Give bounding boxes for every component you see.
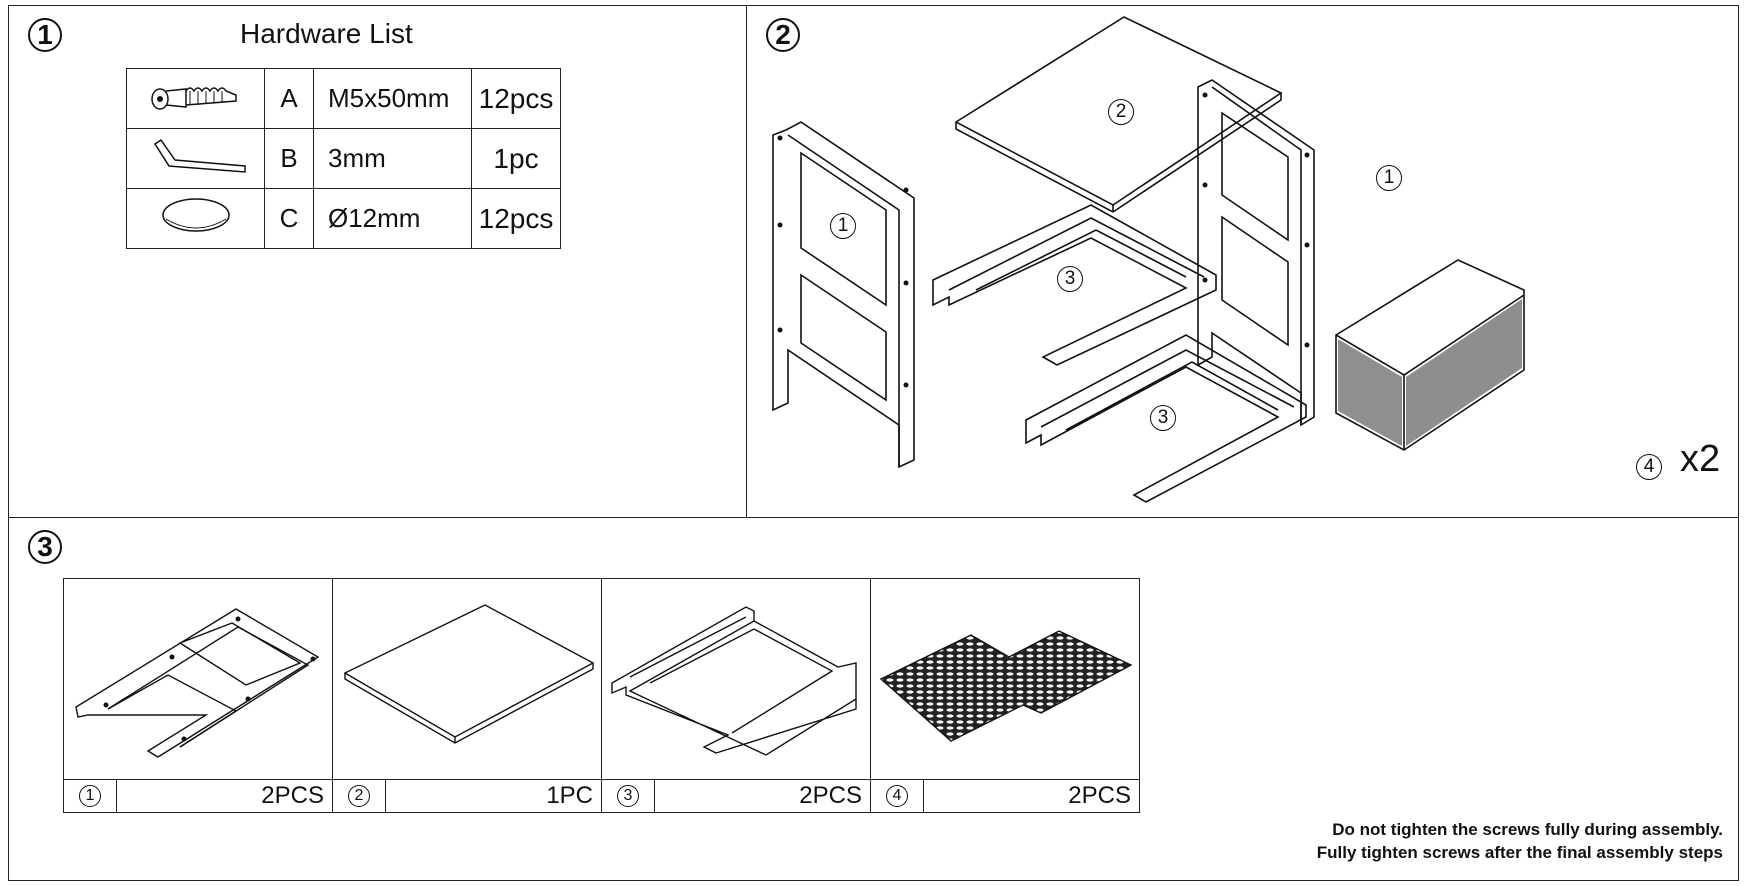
basket-flat-icon: [870, 578, 1140, 780]
part-qty: 2PCS: [116, 779, 333, 813]
hardware-list-title: Hardware List: [240, 18, 413, 49]
step1-number: 1: [28, 18, 62, 52]
part-qty: 2PCS: [923, 779, 1140, 813]
callout-shelf-lower: 3: [1150, 405, 1176, 431]
parts-table: 1 2PCS 2 1PC 3 2PCS 4 2PCS: [63, 578, 1140, 813]
hardware-qty: 12pcs: [471, 188, 561, 249]
hardware-row: A M5x50mm 12pcs: [126, 68, 561, 129]
hardware-row: B 3mm 1pc: [126, 128, 561, 189]
callout-shelf-upper: 3: [1057, 266, 1083, 292]
part-number: 2: [332, 779, 386, 813]
hardware-size: M5x50mm: [313, 68, 472, 129]
side-frame-icon: [63, 578, 333, 780]
hardware-size: Ø12mm: [313, 188, 472, 249]
hardware-row: C Ø12mm 12pcs: [126, 188, 561, 249]
step3-panel: [8, 517, 1739, 881]
hardware-letter: C: [264, 188, 314, 249]
washer-cap-icon: [126, 188, 265, 249]
basket-multiplier: x2: [1680, 438, 1721, 480]
hardware-size: 3mm: [313, 128, 472, 189]
top-panel-icon: [332, 578, 602, 780]
hex-key-icon: [126, 128, 265, 189]
part-number: 1: [63, 779, 117, 813]
assembly-note-1: Do not tighten the screws fully during a…: [1332, 820, 1723, 839]
hardware-letter: A: [264, 68, 314, 129]
parts-label-row: 1 2PCS 2 1PC 3 2PCS 4 2PCS: [63, 779, 1140, 813]
callout-side-frame-right: 1: [1376, 165, 1402, 191]
screw-icon: [126, 68, 265, 129]
step3-number: 3: [28, 530, 62, 564]
part-number: 4: [870, 779, 924, 813]
assembly-note-2: Fully tighten screws after the final ass…: [1316, 843, 1723, 862]
callout-top-panel: 2: [1108, 99, 1134, 125]
hardware-table: A M5x50mm 12pcs B 3mm 1pc C Ø12mm 12pcs: [126, 68, 561, 249]
callout-basket: 4: [1636, 454, 1662, 480]
shelf-frame-icon: [601, 578, 871, 780]
exploded-assembly-diagram: [772, 16, 1525, 503]
hardware-letter: B: [264, 128, 314, 189]
hardware-qty: 1pc: [471, 128, 561, 189]
step2-number: 2: [766, 18, 800, 52]
part-number: 3: [601, 779, 655, 813]
parts-image-row: [63, 578, 1140, 780]
hardware-qty: 12pcs: [471, 68, 561, 129]
part-qty: 1PC: [385, 779, 602, 813]
part-qty: 2PCS: [654, 779, 871, 813]
callout-side-frame-left: 1: [830, 213, 856, 239]
